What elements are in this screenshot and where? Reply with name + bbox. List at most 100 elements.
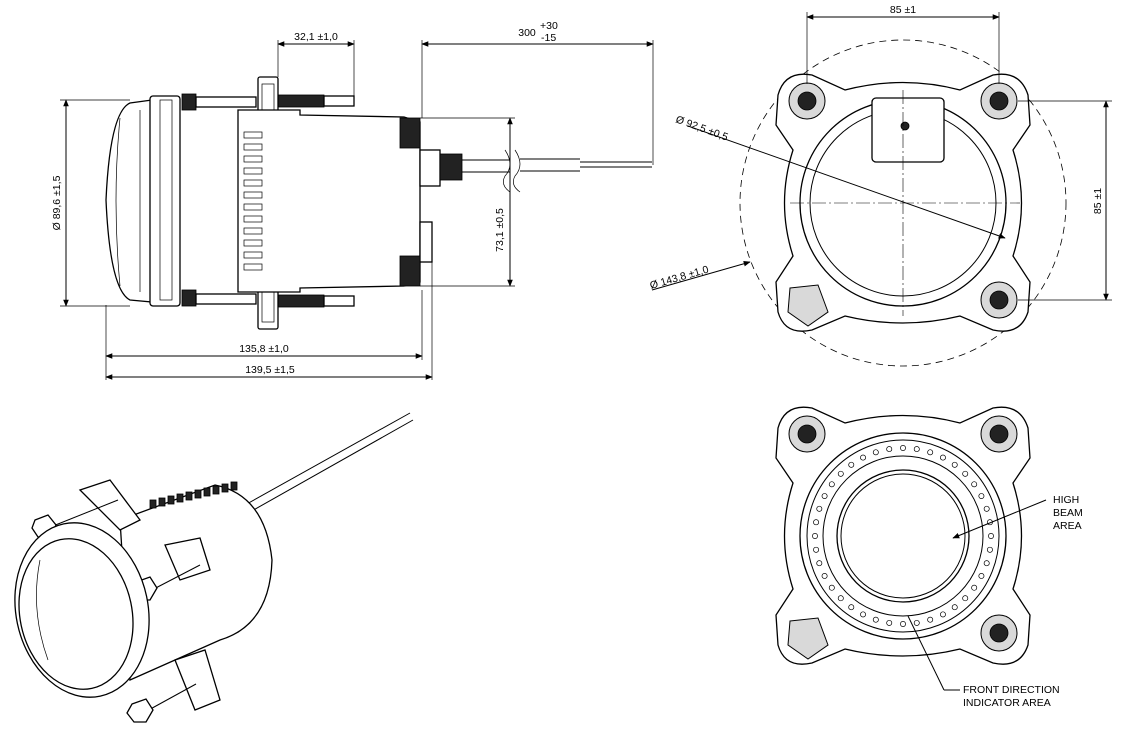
indicator-led xyxy=(983,560,990,567)
indicator-led-ring xyxy=(812,445,994,627)
indicator-led xyxy=(900,445,906,451)
bottom-thread xyxy=(275,294,325,308)
dim-hole-spacing-vertical: 85 ±1 xyxy=(1092,188,1104,214)
iso-housing xyxy=(119,484,273,681)
indicator-led xyxy=(978,573,985,579)
indicator-led xyxy=(837,595,844,602)
callout-labels: HIGH BEAM AREA FRONT DIRECTION INDICATOR… xyxy=(963,494,1083,709)
indicator-led xyxy=(848,604,855,611)
cooling-fin xyxy=(243,251,263,259)
cooling-fin xyxy=(243,239,263,247)
iso-fin xyxy=(149,499,157,509)
cooling-fin xyxy=(243,167,263,175)
indicator-led xyxy=(821,493,828,499)
indicator-led xyxy=(940,454,946,461)
cooling-fin xyxy=(243,131,263,139)
indicator-led xyxy=(886,619,893,626)
side-bezel xyxy=(149,95,181,307)
label-plate xyxy=(871,97,945,163)
label-front-indicator-2: INDICATOR AREA xyxy=(963,697,1051,709)
indicator-led xyxy=(860,611,866,618)
indicator-led xyxy=(983,505,990,512)
dim-hole-spacing-horizontal: 85 ±1 xyxy=(890,4,916,16)
indicator-led xyxy=(828,481,835,488)
indicator-led xyxy=(848,461,855,468)
iso-fin xyxy=(167,495,175,505)
iso-fin xyxy=(158,497,166,507)
cable-gland xyxy=(419,149,441,187)
indicator-led xyxy=(913,446,920,453)
isometric-view xyxy=(14,412,414,723)
outer-diameter-circle xyxy=(739,39,1067,367)
iso-fin xyxy=(212,485,220,495)
indicator-led xyxy=(978,493,985,499)
dim-lens-diameter: Ø 89,6 ±1,5 xyxy=(51,175,63,230)
indicator-led xyxy=(988,533,994,539)
cooling-fin xyxy=(243,179,263,187)
iso-fin xyxy=(176,493,184,503)
indicator-led xyxy=(837,470,844,477)
cooling-fin xyxy=(243,215,263,223)
cooling-fin xyxy=(243,143,263,151)
bottom-nut xyxy=(181,289,197,307)
indicator-led xyxy=(962,470,969,477)
indicator-led xyxy=(971,481,978,488)
iso-fin xyxy=(221,483,229,493)
dim-total-length: 139,5 ±1,5 xyxy=(245,364,295,376)
dim-cable-length: 300 xyxy=(518,27,536,39)
iso-lens xyxy=(18,538,134,690)
locator-lug xyxy=(787,284,829,327)
indicator-led xyxy=(962,595,969,602)
indicator-led xyxy=(821,573,828,579)
iso-fin xyxy=(194,489,202,499)
indicator-led xyxy=(951,604,958,611)
dim-body-length: 135,8 ±1,0 xyxy=(239,343,289,355)
indicator-led xyxy=(940,611,946,618)
indicator-led xyxy=(872,449,879,456)
indicator-led xyxy=(913,619,920,626)
cooling-fin xyxy=(243,203,263,211)
iso-fin xyxy=(230,481,238,491)
label-high-beam-3: AREA xyxy=(1053,520,1082,532)
indicator-led xyxy=(986,546,993,553)
cooling-fin xyxy=(243,191,263,199)
indicator-led xyxy=(813,546,820,553)
indicator-led xyxy=(816,505,823,512)
indicator-led xyxy=(951,461,958,468)
dim-cutout-diameter: Ø 92,5 ±0,5 xyxy=(674,114,730,144)
indicator-led xyxy=(816,560,823,567)
indicator-led xyxy=(927,449,934,456)
side-dimensions: 32,1 ±1,0 300 +30 -15 Ø 89,6 ±1,5 73,1 ±… xyxy=(51,20,654,380)
label-high-beam-2: BEAM xyxy=(1053,507,1083,519)
label-high-beam-1: HIGH xyxy=(1053,494,1079,506)
indicator-led xyxy=(860,454,866,461)
indicator-led xyxy=(900,621,906,627)
dim-cable-tol-plus: +30 xyxy=(540,20,558,32)
side-lens xyxy=(105,99,153,303)
indicator-led xyxy=(886,446,893,453)
indicator-led xyxy=(872,616,879,623)
cooling-fin xyxy=(243,263,263,271)
indicator-led xyxy=(813,519,820,526)
side-view xyxy=(105,76,652,330)
indicator-led xyxy=(828,584,835,591)
top-thread xyxy=(275,94,325,108)
dim-cable-tol-minus: -15 xyxy=(541,32,556,44)
cooling-fin xyxy=(243,155,263,163)
iso-fin xyxy=(185,491,193,501)
dim-flange-offset: 32,1 ±1,0 xyxy=(294,31,338,43)
side-housing xyxy=(237,109,421,293)
top-nut xyxy=(181,93,197,111)
front-view xyxy=(775,406,1047,691)
indicator-led xyxy=(812,533,818,539)
dim-outer-diameter: Ø 143,8 ±1,0 xyxy=(649,264,711,292)
label-front-indicator-1: FRONT DIRECTION xyxy=(963,684,1060,696)
cooling-fin xyxy=(243,227,263,235)
rear-view xyxy=(687,39,1067,367)
indicator-led xyxy=(971,584,978,591)
iso-fin xyxy=(203,487,211,497)
high-beam-lens xyxy=(836,469,970,603)
dim-housing-height: 73,1 ±0,5 xyxy=(494,208,506,252)
cable-boot xyxy=(439,153,463,181)
